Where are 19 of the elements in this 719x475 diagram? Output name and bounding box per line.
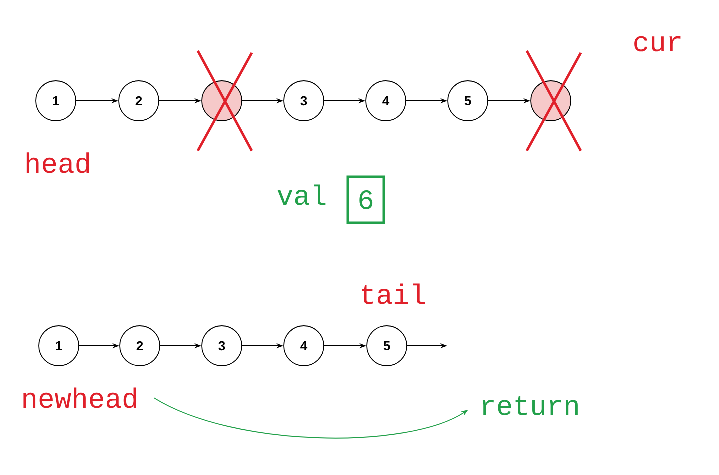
list-node: 1	[36, 80, 76, 122]
crossed-out-node	[202, 80, 242, 122]
list-node: 2	[120, 326, 160, 366]
list-node: 4	[366, 80, 406, 122]
list-node: 4	[284, 326, 324, 366]
pointer-label: val	[278, 184, 326, 206]
value-box: 6	[346, 176, 386, 224]
pointer-label: tail	[362, 284, 426, 304]
list-node: 2	[118, 80, 160, 122]
list-node: 3	[284, 80, 324, 122]
list-node: 1	[38, 326, 80, 366]
pointer-label: newhead	[24, 388, 136, 408]
pointer-label: head	[26, 152, 90, 174]
pointer-label: return	[482, 396, 578, 416]
list-node: 5	[448, 80, 488, 122]
list-node: 3	[202, 326, 242, 366]
pointer-label: cur	[634, 36, 681, 52]
crossed-out-node	[530, 80, 572, 122]
list-node: 5	[366, 326, 408, 366]
